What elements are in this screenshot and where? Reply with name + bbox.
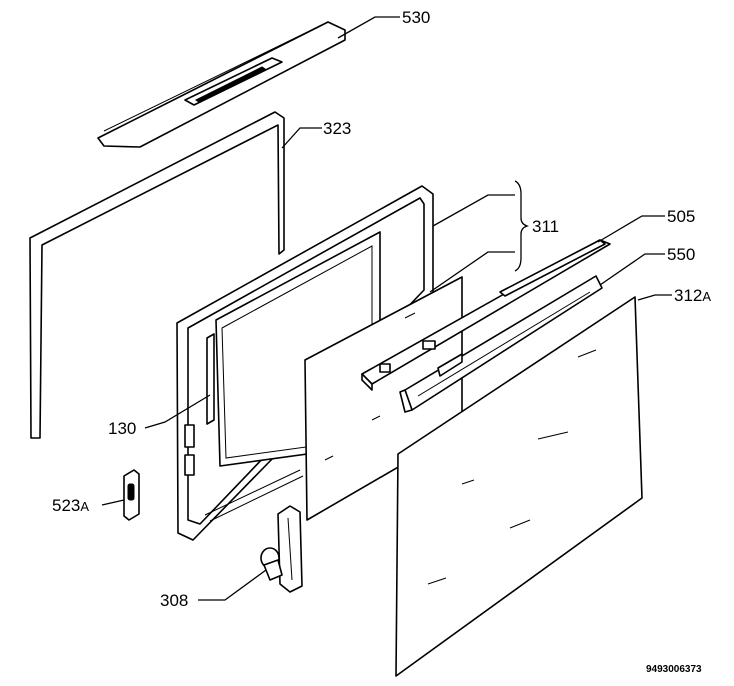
label-311: 311	[532, 217, 559, 236]
part-550-spacer	[399, 275, 603, 413]
part-308-hinge	[260, 505, 303, 593]
leader-311-b	[429, 251, 515, 293]
label-550: 550	[667, 245, 695, 264]
label-312a-number: 312	[674, 286, 702, 305]
label-312a-suffix: A	[702, 289, 711, 304]
leader-523a	[101, 499, 125, 506]
leader-312a	[637, 294, 672, 301]
document-id: 9493006373	[646, 664, 702, 675]
part-323-door-seal	[29, 111, 285, 439]
leader-505	[597, 215, 665, 243]
leader-530	[337, 16, 400, 39]
part-530-top-cover	[97, 21, 346, 148]
part-312a-outer-glass	[395, 296, 643, 677]
part-505-profile-strip	[361, 239, 611, 391]
label-523a-number: 523	[52, 496, 80, 515]
leader-311-a	[432, 194, 515, 227]
leader-308	[198, 569, 267, 601]
label-130: 130	[108, 419, 136, 438]
label-323: 323	[323, 119, 351, 138]
label-523a: 523A	[52, 496, 89, 515]
label-308: 308	[160, 591, 188, 610]
label-530: 530	[402, 8, 430, 27]
label-312a: 312A	[674, 286, 711, 305]
label-505: 505	[667, 207, 695, 226]
part-523a-clip	[123, 469, 140, 521]
leader-323	[281, 127, 322, 149]
leader-130	[144, 394, 211, 429]
leader-550	[599, 253, 665, 286]
bracket-311	[514, 180, 530, 272]
label-523a-suffix: A	[80, 499, 89, 514]
